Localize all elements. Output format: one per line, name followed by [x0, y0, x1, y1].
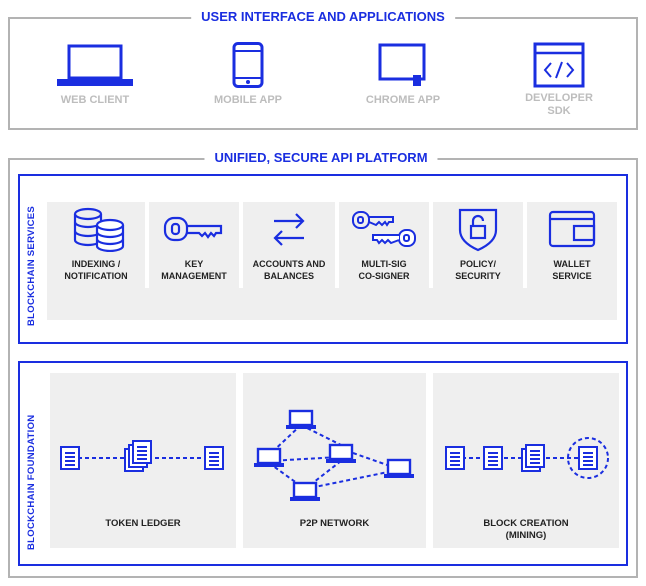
- service-indexing-notification: INDEXING / NOTIFICATION: [47, 202, 145, 288]
- blockchain-services-label: BLOCKCHAIN SERVICES: [26, 205, 37, 326]
- foundation-label: TOKEN LEDGER: [105, 518, 181, 529]
- chrome-app-icon: [378, 43, 426, 86]
- service-label: WALLET SERVICE: [552, 259, 592, 281]
- ui-item-label: CHROME APP: [365, 94, 441, 106]
- services-base-panel: [47, 288, 617, 320]
- blockchain-foundation-label: BLOCKCHAIN FOUNDATION: [26, 414, 37, 550]
- foundation-p2p-network: P2P NETWORK: [243, 373, 426, 548]
- ledger-documents-icon: [60, 440, 224, 472]
- api-platform-title: UNIFIED, SECURE API PLATFORM: [204, 150, 438, 166]
- service-label: MULTI-SIG CO-SIGNER: [358, 259, 410, 281]
- service-wallet: WALLET SERVICE: [527, 202, 617, 288]
- service-label: POLICY/ SECURITY: [455, 259, 501, 281]
- code-window-icon: [533, 42, 585, 88]
- blockchain-services-box: [18, 174, 628, 344]
- multiple-keys-icon: [352, 211, 416, 247]
- database-icon: [73, 207, 125, 252]
- ui-item-mobile-app: MOBILE APP: [188, 42, 308, 107]
- ui-item-chrome-app: CHROME APP: [343, 42, 463, 107]
- foundation-label: P2P NETWORK: [299, 518, 370, 529]
- wallet-icon: [548, 210, 596, 248]
- block-chain-icon: [445, 437, 609, 479]
- ui-item-web-client: WEB CLIENT: [35, 42, 155, 107]
- service-label: KEY MANAGEMENT: [161, 259, 227, 281]
- shield-lock-icon: [458, 208, 498, 252]
- service-label: INDEXING / NOTIFICATION: [64, 259, 128, 281]
- ui-apps-title: USER INTERFACE AND APPLICATIONS: [191, 9, 455, 25]
- foundation-token-ledger: TOKEN LEDGER: [50, 373, 236, 548]
- service-policy-security: POLICY/ SECURITY: [433, 202, 523, 288]
- mobile-phone-icon: [232, 42, 264, 88]
- laptop-icon: [57, 44, 133, 86]
- ui-item-label: WEB CLIENT: [60, 94, 130, 106]
- ui-item-label: MOBILE APP: [213, 94, 283, 106]
- key-icon: [163, 216, 223, 242]
- foundation-label: BLOCK CREATION (MINING): [483, 518, 569, 541]
- service-accounts-balances: ACCOUNTS AND BALANCES: [243, 202, 335, 288]
- ui-item-developer-sdk: DEVELOPER SDK: [499, 42, 619, 118]
- blockchain-foundation-box: [18, 361, 628, 566]
- ui-item-label: DEVELOPER SDK: [525, 92, 593, 117]
- service-multi-sig: MULTI-SIG CO-SIGNER: [339, 202, 429, 288]
- service-key-management: KEY MANAGEMENT: [149, 202, 239, 288]
- foundation-block-creation: BLOCK CREATION (MINING): [433, 373, 619, 548]
- network-laptops-icon: [252, 409, 416, 503]
- service-label: ACCOUNTS AND BALANCES: [252, 259, 326, 281]
- transfer-arrows-icon: [273, 213, 305, 246]
